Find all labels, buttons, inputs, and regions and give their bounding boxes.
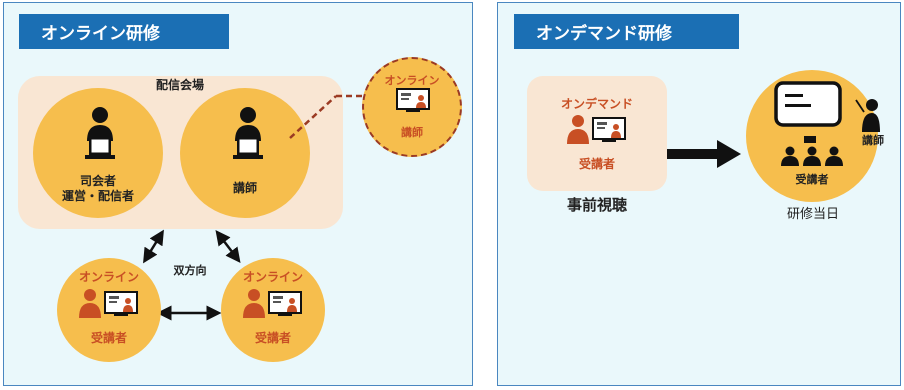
host-person-laptop-icon (85, 107, 115, 159)
lecturer-label: 講師 (232, 181, 257, 195)
ondemand-person-monitor-icon (567, 115, 626, 144)
flow-arrow (667, 140, 741, 168)
ondemand-training-title: オンデマンド研修 (514, 14, 739, 49)
attendee-right-person-monitor-icon (243, 289, 302, 318)
remote-lecturer-bottom-label: 講師 (401, 126, 423, 139)
pre-viewing-label: 事前視聴 (566, 196, 627, 214)
attendee-right-top-label: オンライン (242, 270, 303, 284)
host-sub-label: 運営・配信者 (61, 189, 134, 203)
online-training-title: オンライン研修 (19, 14, 229, 49)
ondemand-box-top-label: オンデマンド (560, 97, 633, 111)
day-lecturer-label: 講師 (862, 134, 884, 147)
ondemand-box-bottom-label: 受講者 (578, 157, 615, 171)
attendee-left-top-label: オンライン (78, 270, 139, 284)
day-attendees-label: 受講者 (795, 173, 829, 186)
remote-lecturer-top-label: オンライン (384, 74, 440, 87)
day-attendees-icon (781, 146, 843, 166)
attendee-right-bottom-label: 受講者 (254, 331, 291, 345)
attendee-left-bottom-label: 受講者 (90, 331, 127, 345)
training-day-label: 研修当日 (786, 207, 839, 222)
attendee-left-person-monitor-icon (79, 289, 138, 318)
classroom-screen-icon (774, 81, 842, 143)
host-label: 司会者 (79, 174, 116, 188)
day-lecturer-icon (855, 99, 880, 132)
venue-label: 配信会場 (155, 78, 204, 92)
lecturer-person-laptop-icon (233, 107, 263, 159)
bidirectional-label: 双方向 (173, 264, 207, 277)
remote-lecturer-monitor-icon (396, 88, 430, 112)
